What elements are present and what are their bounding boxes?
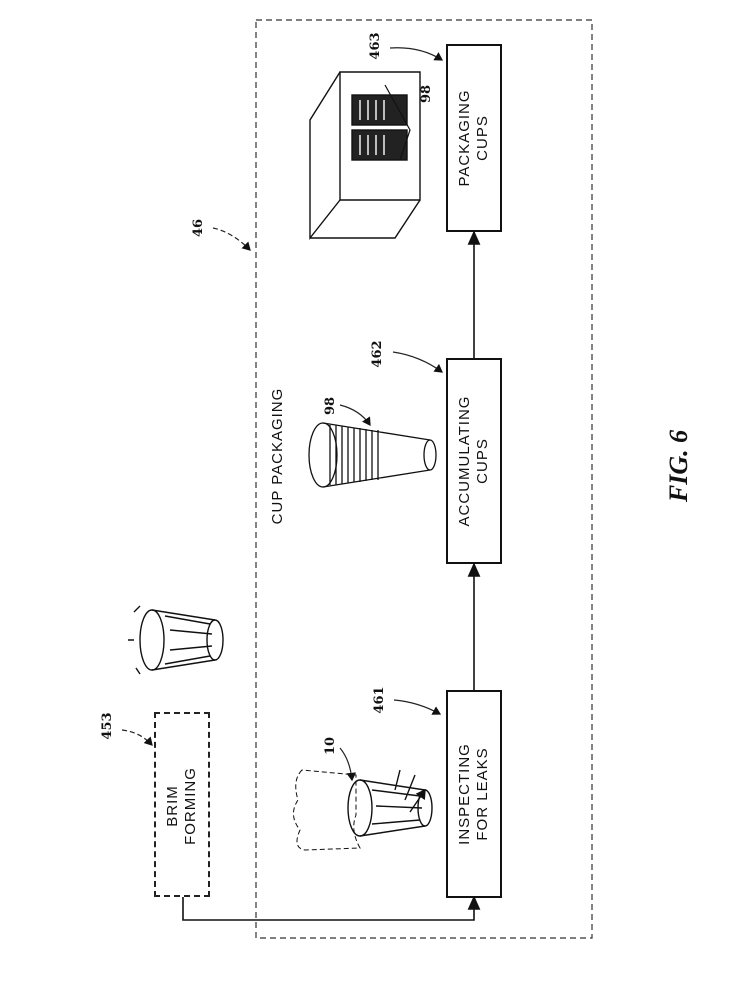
step-accumulating-cups: ACCUMULATING CUPS — [446, 358, 502, 564]
step-packaging-line1: PACKAGING — [456, 89, 473, 187]
ref-462: 462 — [370, 340, 385, 368]
step-accumulating-line2: CUPS — [474, 438, 491, 484]
ref-46: 46 — [191, 218, 206, 238]
step-inspecting-label: INSPECTING FOR LEAKS — [456, 714, 496, 874]
step-brim-forming-line2: FORMING — [182, 767, 199, 845]
figure-label: FIG. 6 — [664, 429, 693, 503]
step-inspecting-line1: INSPECTING — [456, 743, 473, 845]
step-brim-forming: BRIM FORMING — [154, 712, 210, 897]
step-packaging-line2: CUPS — [474, 115, 491, 161]
inspection-cup-drawing — [293, 769, 432, 851]
step-inspecting-for-leaks: INSPECTING FOR LEAKS — [446, 690, 502, 898]
ref-453: 453 — [100, 712, 115, 740]
step-accumulating-label: ACCUMULATING CUPS — [456, 381, 496, 541]
step-brim-forming-line1: BRIM — [164, 785, 181, 827]
ref-98-box: 98 — [419, 84, 434, 104]
cup-packaging-group-boundary — [255, 19, 593, 939]
leader-463 — [389, 47, 444, 61]
leader-453 — [121, 729, 153, 746]
step-accumulating-line1: ACCUMULATING — [456, 395, 473, 527]
ref-461: 461 — [372, 686, 387, 714]
cup-packaging-title: CUP PACKAGING — [269, 387, 286, 525]
leader-98-stack — [339, 404, 371, 426]
leader-461 — [393, 699, 442, 715]
ref-98-stack: 98 — [323, 396, 338, 416]
ref-463: 463 — [368, 32, 383, 60]
step-brim-forming-label: BRIM FORMING — [164, 736, 204, 876]
step-inspecting-line2: FOR LEAKS — [474, 747, 491, 841]
leader-462 — [392, 351, 443, 373]
leader-10 — [339, 747, 357, 782]
leader-46 — [212, 227, 251, 251]
cup-after-brim-forming — [128, 605, 224, 675]
ref-10-cup: 10 — [323, 736, 338, 756]
nested-cup-stack-drawing — [308, 422, 437, 488]
connector-brim-to-inspecting — [182, 895, 481, 921]
step-packaging-cups: PACKAGING CUPS — [446, 44, 502, 232]
packaging-box-drawing — [309, 71, 421, 241]
step-packaging-label: PACKAGING CUPS — [456, 63, 496, 213]
